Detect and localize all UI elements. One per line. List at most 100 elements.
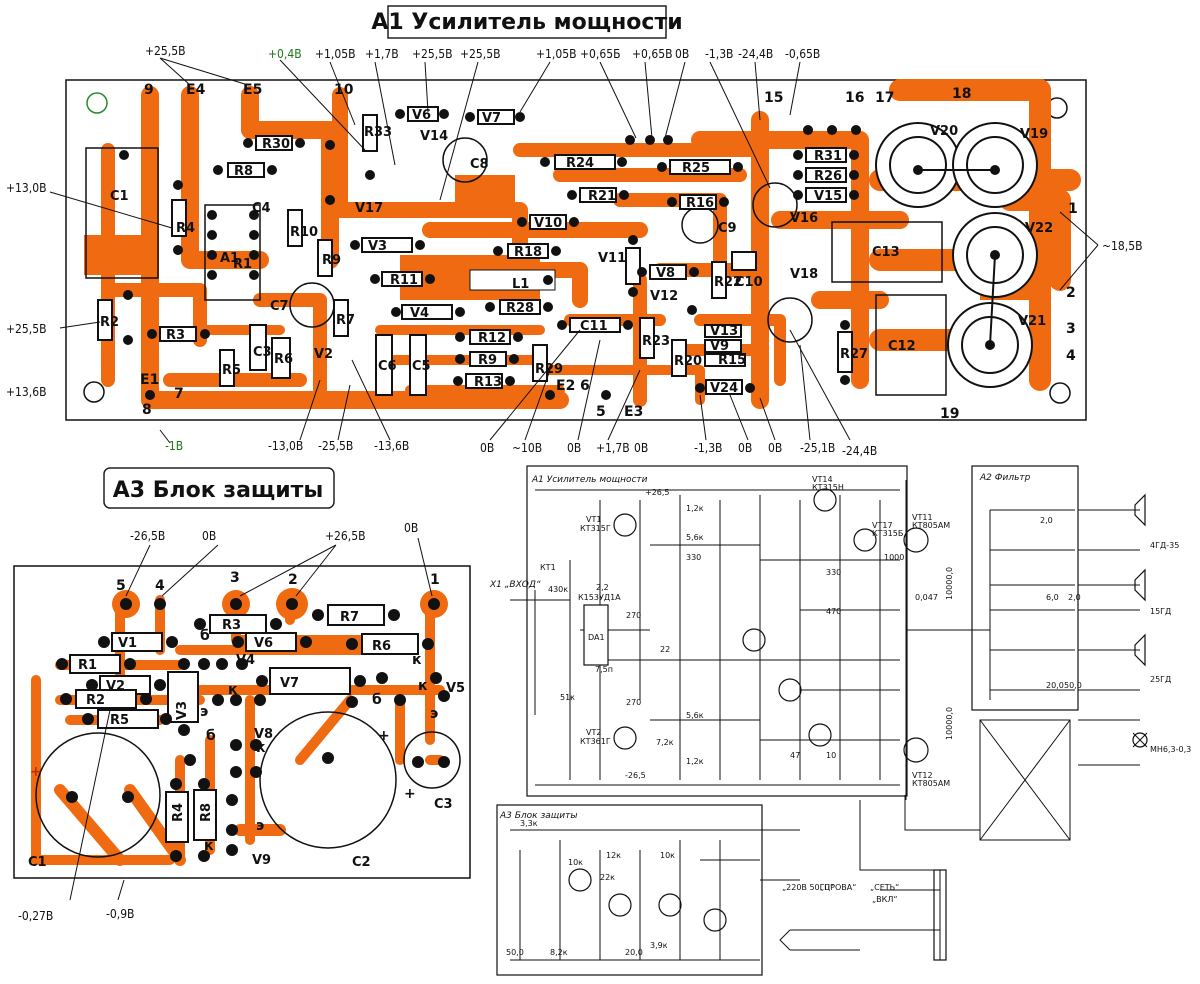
- resistor-r4: [171, 199, 187, 237]
- resistor-r22: [711, 261, 727, 299]
- voltage-top: -0,65В: [785, 47, 820, 61]
- a1-pin-labels: 9 E4 E5 10 15 16 17 18 1 2 3 4 19 7 8 E1…: [140, 82, 1078, 422]
- value: 10к: [568, 858, 583, 867]
- resistor-r7: [333, 299, 349, 337]
- pin-2: 2: [288, 572, 298, 588]
- voltage-top: -26,5В: [130, 529, 165, 543]
- value: 15ГД: [1150, 607, 1171, 616]
- transistor-v20: [875, 122, 961, 208]
- voltage-right: ~18,5В: [1102, 239, 1142, 253]
- resistor-r9-top: [317, 239, 333, 277]
- label-r23: R23: [642, 334, 670, 349]
- voltage-top: 0В: [675, 47, 689, 61]
- transistor-vt2: [613, 726, 637, 750]
- label-v15: V15: [814, 189, 842, 204]
- label-v13: V13: [710, 324, 738, 339]
- resistor-r33: [362, 114, 378, 152]
- pin-e3: E3: [624, 404, 643, 420]
- transformer-t1: [933, 869, 947, 961]
- a1-power-transistors: [875, 122, 1038, 388]
- label-r22: R22: [714, 275, 742, 290]
- resistor-r3: [209, 614, 267, 634]
- resistor-r28: [499, 299, 541, 315]
- a1-block-label: А1 Усилитель мощности: [531, 475, 648, 485]
- label-v16: V16: [790, 211, 818, 226]
- pin-e1: E1: [140, 372, 159, 388]
- cap-c6: [375, 334, 393, 396]
- resistor-r12: [469, 329, 511, 345]
- pin-17: 17: [875, 90, 894, 106]
- label-a1: A1: [220, 251, 239, 266]
- label-c5: C5: [412, 359, 431, 374]
- value: -26,5: [625, 771, 646, 780]
- label-v11: V11: [598, 251, 626, 266]
- pin-3: 3: [230, 570, 240, 586]
- label-r13: R13: [474, 375, 502, 390]
- part: К153УД1А: [578, 593, 621, 602]
- diode-v6: [245, 632, 297, 652]
- a1-title-box: [387, 5, 667, 39]
- a2-block-label: А2 Фильтр: [979, 473, 1031, 483]
- value: 2,2: [596, 583, 609, 592]
- pin-e2: E2: [556, 378, 575, 394]
- label-c3: C3: [434, 797, 453, 812]
- pin-7: 7: [174, 386, 184, 402]
- label-r24: R24: [566, 156, 594, 171]
- label-r4: R4: [171, 803, 186, 822]
- transistor-vt14: [813, 488, 837, 512]
- voltage-bottom: ~10В: [512, 441, 542, 455]
- x1-label: X1 „ВХОД“: [489, 580, 541, 590]
- power-label: „СЕТЬ“: [870, 883, 899, 892]
- cap-c3-outline: [403, 731, 461, 789]
- resistor-r11: [381, 271, 423, 287]
- label-v9: V9: [252, 853, 271, 868]
- label-r16: R16: [686, 196, 714, 211]
- label-v3: V3: [368, 239, 387, 254]
- value: 2,0: [1068, 593, 1081, 602]
- voltage-bottom: -25,1В: [800, 441, 835, 455]
- resistor-r29: [532, 344, 548, 382]
- label-v10: V10: [534, 216, 562, 231]
- a3-capacitors: [35, 711, 461, 858]
- cap-c11: [569, 317, 621, 333]
- label-v4: V4: [410, 306, 429, 321]
- resistor-r15: [704, 353, 746, 367]
- label-v24: V24: [710, 381, 738, 396]
- plus-mark: +: [30, 764, 42, 780]
- value: 47: [790, 751, 800, 760]
- schematic-transistors: [568, 488, 1148, 961]
- resistor-r30: [255, 135, 293, 151]
- label-c2: C2: [352, 855, 371, 870]
- mark: к: [412, 652, 422, 668]
- label-r2: R2: [86, 693, 105, 708]
- pin-6: 6: [580, 378, 590, 394]
- schematic-wiring: [510, 480, 1140, 961]
- diode-v7: [477, 109, 515, 125]
- voltage-bottom: -24,4В: [842, 444, 877, 458]
- voltage-bottom: 0В: [480, 441, 494, 455]
- voltage-left: +13,6В: [6, 385, 46, 399]
- voltage-top: +1,05В: [536, 47, 576, 61]
- a1-pads: [119, 109, 861, 400]
- value: 2,0: [1040, 516, 1053, 525]
- resistor-r3: [159, 326, 197, 342]
- voltage-bottom: 0В: [768, 441, 782, 455]
- label-v7: V7: [280, 676, 299, 691]
- label-v6: V6: [412, 108, 431, 123]
- label-c12: C12: [888, 339, 916, 354]
- value: 3,3к: [520, 819, 538, 828]
- label-r6: R6: [274, 352, 293, 367]
- a3-pads: [56, 598, 450, 862]
- resistor-r31: [805, 147, 847, 163]
- part: DA1: [588, 633, 605, 642]
- part: КТ315Г: [580, 524, 611, 533]
- transistor-vt18: [808, 723, 832, 747]
- value: 10000,0: [945, 567, 954, 600]
- resistor-r26: [805, 167, 847, 183]
- pin-5: 5: [116, 578, 126, 594]
- resistor-r6: [361, 633, 419, 655]
- value: 12к: [606, 851, 621, 860]
- label-v12: V12: [650, 289, 678, 304]
- label-r9: R9: [478, 353, 497, 368]
- value: 7,2к: [656, 738, 674, 747]
